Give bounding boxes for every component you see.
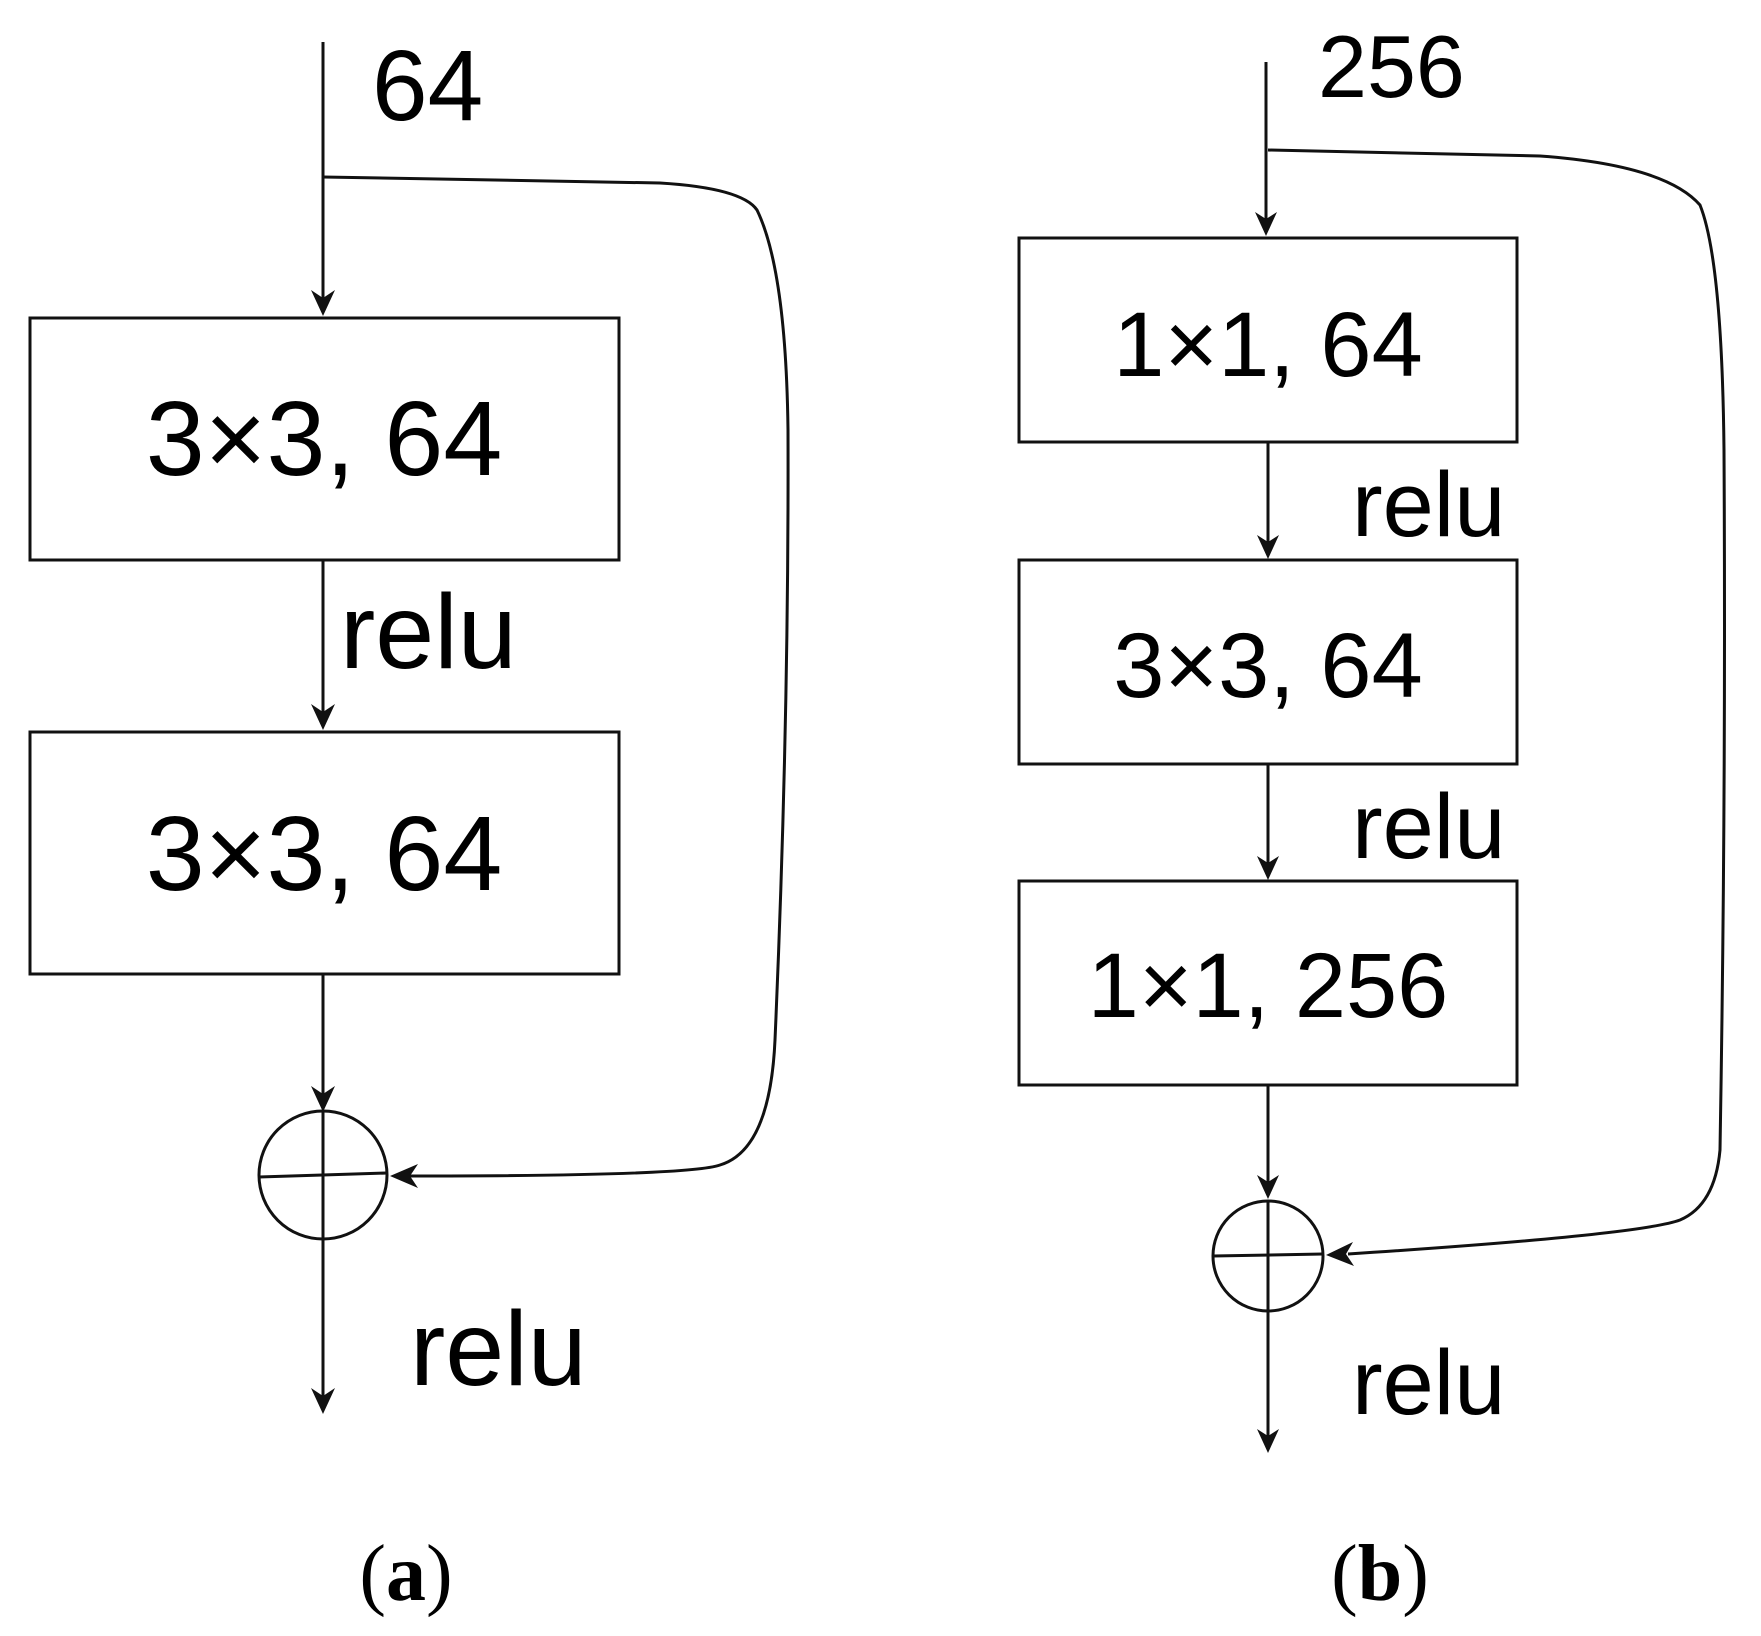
panel-b-block-1-label: 1×1, 64 — [1113, 294, 1423, 396]
panel-b-skip-connection — [1267, 148, 1726, 1256]
panel-b-relu-label-2: relu — [1352, 776, 1505, 878]
panel-a-relu-label: relu — [340, 573, 517, 691]
panel-b-output-relu-label: relu — [1352, 1332, 1505, 1434]
panel-a-caption: (a) — [359, 1530, 452, 1618]
panel-b-block-3-label: 1×1, 256 — [1088, 935, 1449, 1037]
panel-b-output-arrowhead — [1257, 1429, 1279, 1453]
panel-b-arrowhead-1-2 — [1257, 535, 1279, 559]
panel-a-output-relu-label: relu — [410, 1290, 587, 1408]
panel-a-block-1-label: 3×3, 64 — [146, 380, 503, 498]
panel-b: 256 1×1, 64 relu 3×3, 64 relu 1×1, 256 — [1017, 17, 1726, 1618]
panel-b-block-3 — [1017, 879, 1519, 1087]
panel-a-arrowhead-2-sum — [311, 1086, 335, 1112]
panel-a: 64 3×3, 64 relu 3×3, 64 relu (a) — [28, 30, 790, 1618]
panel-b-block-2-label: 3×3, 64 — [1113, 615, 1423, 717]
panel-b-arrowhead-2-3 — [1257, 856, 1279, 880]
panel-b-block-2 — [1017, 558, 1519, 766]
panel-a-input-arrowhead — [311, 290, 335, 316]
panel-a-sum-node — [257, 1109, 389, 1241]
panel-b-relu-label-1: relu — [1352, 454, 1505, 556]
panel-a-arrowhead-1-2 — [311, 704, 335, 730]
panel-a-skip-connection — [322, 175, 790, 1178]
panel-b-input-arrowhead — [1255, 212, 1277, 236]
panel-b-block-1 — [1017, 236, 1519, 444]
panel-a-output-arrowhead — [311, 1388, 335, 1414]
panel-a-block-2-label: 3×3, 64 — [146, 795, 503, 913]
panel-a-skip-arrowhead — [390, 1164, 418, 1188]
panel-b-input-label: 256 — [1318, 17, 1465, 116]
panel-a-block-1 — [28, 316, 621, 562]
panel-b-caption: (b) — [1331, 1530, 1429, 1618]
panel-a-input-label: 64 — [372, 30, 483, 142]
panel-b-skip-arrowhead — [1326, 1242, 1354, 1266]
panel-b-sum-node — [1211, 1199, 1325, 1313]
panel-b-arrowhead-3-sum — [1257, 1175, 1279, 1199]
